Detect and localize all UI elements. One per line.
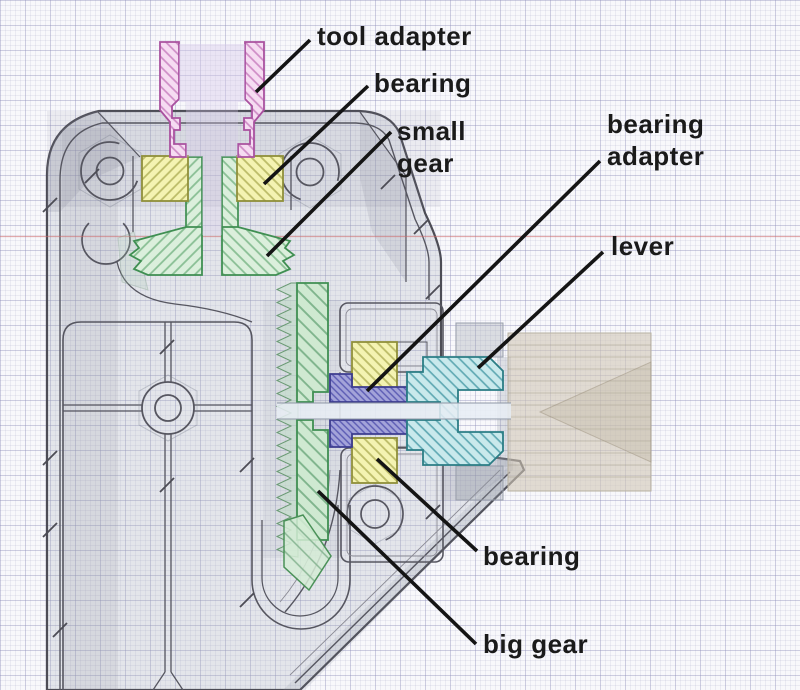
housing-inner-walls <box>59 110 511 690</box>
callout-labels: tool adapter bearing small gear bearing … <box>317 21 704 659</box>
tool-adapter-bore <box>179 44 245 235</box>
leader-tool-adapter <box>254 38 312 94</box>
leader-big-gear <box>316 489 478 646</box>
small-gear-ghost <box>117 231 149 291</box>
label-small-gear-1: small <box>397 116 466 146</box>
housing-hook-wall <box>81 215 131 265</box>
label-tool-adapter: tool adapter <box>317 21 472 51</box>
leader-lines <box>254 38 605 646</box>
label-big-gear: big gear <box>483 629 588 659</box>
handle-cone-recess <box>538 361 652 463</box>
left-panel <box>62 321 253 690</box>
label-bearing-top: bearing <box>374 68 471 98</box>
handle-body <box>507 332 652 492</box>
u-channel <box>251 505 351 630</box>
lever-knob-bottom <box>455 465 504 501</box>
label-lever: lever <box>611 231 674 261</box>
leader-bearing-top <box>262 84 370 186</box>
label-bearing-bottom: bearing <box>483 541 580 571</box>
part-tool-adapter <box>159 41 265 235</box>
label-bearing-adapter-1: bearing <box>607 109 704 139</box>
axle-bore <box>277 402 511 420</box>
gear-cavity-wall <box>116 156 292 323</box>
label-small-gear-2: gear <box>397 148 454 178</box>
lever-handle-projection <box>455 322 652 501</box>
leader-lever <box>476 250 605 370</box>
leader-small-gear <box>265 130 393 258</box>
handle-knurl-lines <box>508 344 651 478</box>
leader-bearing-adapter <box>365 159 602 393</box>
leader-bearing-bottom <box>375 457 479 553</box>
label-bearing-adapter-2: adapter <box>607 141 704 171</box>
